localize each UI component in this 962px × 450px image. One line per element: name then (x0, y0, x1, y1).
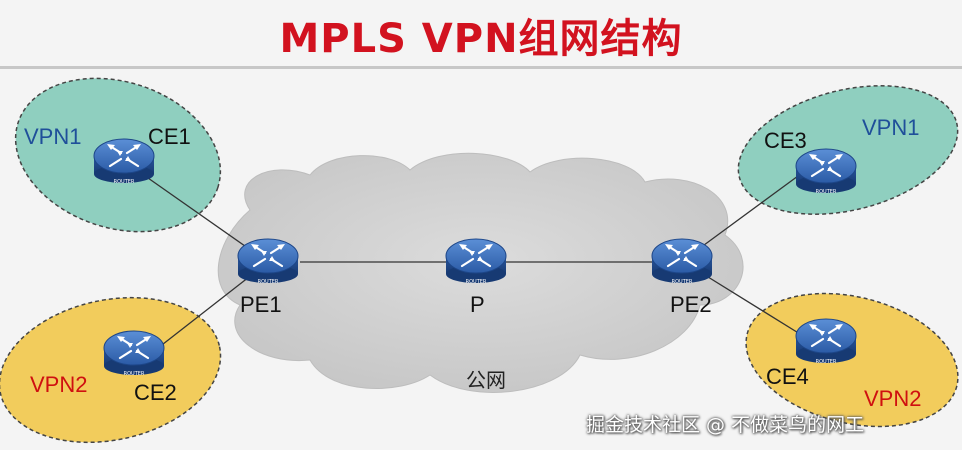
vpn1-right-site (737, 85, 959, 215)
router-p: ROUTER (444, 237, 508, 285)
link-pe2-ce3 (699, 175, 799, 249)
vpn2-left-label: VPN2 (30, 372, 88, 397)
router-badge: ROUTER (124, 371, 145, 377)
vpn2-right-site (745, 292, 959, 428)
router-badge: ROUTER (672, 279, 693, 285)
router-badge: ROUTER (816, 189, 837, 195)
diagram-title: MPLS VPN组网结构 (279, 16, 683, 62)
watermark: 掘金技术社区 @ 不做菜鸟的网工 (586, 414, 865, 436)
router-badge: ROUTER (466, 279, 487, 285)
router-ce4: ROUTER (794, 317, 858, 365)
p-label: P (470, 292, 485, 317)
router-pe1: ROUTER (236, 237, 300, 285)
ce1-label: CE1 (148, 124, 191, 149)
router-pe2: ROUTER (650, 237, 714, 285)
router-ce1: ROUTER (92, 137, 156, 185)
router-ce2: ROUTER (102, 329, 166, 377)
link-pe2-ce4 (699, 271, 801, 335)
vpn1-left-label: VPN1 (24, 124, 82, 149)
vpn2-right-label: VPN2 (864, 386, 922, 411)
ce3-label: CE3 (764, 128, 807, 153)
router-badge: ROUTER (816, 359, 837, 365)
router-badge: ROUTER (114, 179, 135, 185)
public-network-label: 公网 (466, 368, 506, 392)
pe2-label: PE2 (670, 292, 712, 317)
router-badge: ROUTER (258, 279, 279, 285)
pe1-label: PE1 (240, 292, 282, 317)
vpn1-right-label: VPN1 (862, 115, 920, 140)
link-ce2-pe1 (157, 269, 259, 349)
links (147, 175, 801, 349)
router-ce3: ROUTER (794, 147, 858, 195)
ce4-label: CE4 (766, 364, 809, 389)
link-ce1-pe1 (147, 177, 263, 259)
title-divider (0, 66, 962, 69)
ce2-label: CE2 (134, 380, 177, 405)
